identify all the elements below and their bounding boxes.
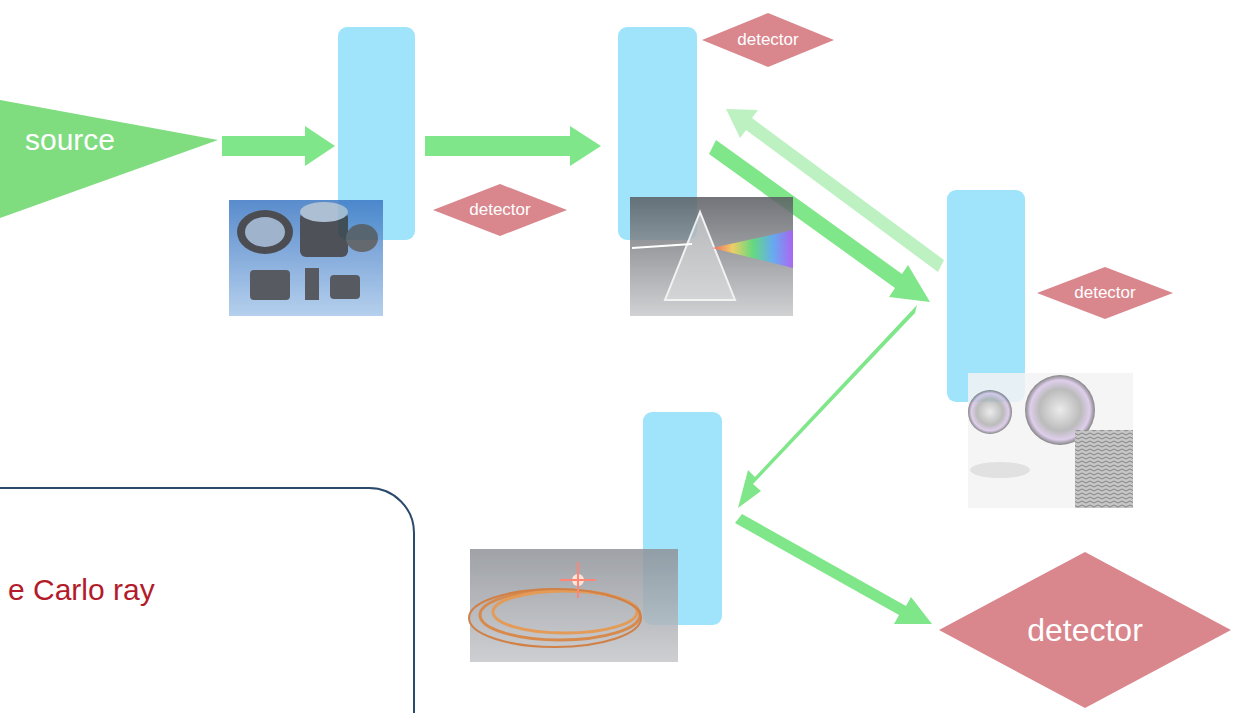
detector-diamond: detector xyxy=(1037,267,1173,319)
diamond-shape xyxy=(702,13,834,67)
triangle-outline xyxy=(0,100,218,218)
node-label: detector xyxy=(1074,283,1135,303)
optical-element xyxy=(947,190,1025,402)
prism-photo xyxy=(630,197,793,316)
triangle-shape xyxy=(0,100,218,218)
note-text: e Carlo ray xyxy=(8,573,155,608)
diamond-shape xyxy=(433,184,567,236)
node-label: detector xyxy=(1027,612,1143,649)
diamond-shape xyxy=(1037,267,1173,319)
node-label: source xyxy=(25,123,115,158)
source-triangle: source xyxy=(0,100,218,218)
detector-diamond: detector xyxy=(702,13,834,67)
node-label: detector xyxy=(469,200,530,220)
note-box: e Carlo ray xyxy=(0,487,415,713)
lens-photo xyxy=(229,200,383,316)
diamond-shape xyxy=(939,552,1231,708)
node-label: detector xyxy=(737,30,798,50)
detector-diamond: detector xyxy=(939,552,1231,708)
fiber-photo xyxy=(469,549,678,662)
grating-photo xyxy=(968,373,1133,508)
detector-diamond: detector xyxy=(433,184,567,236)
